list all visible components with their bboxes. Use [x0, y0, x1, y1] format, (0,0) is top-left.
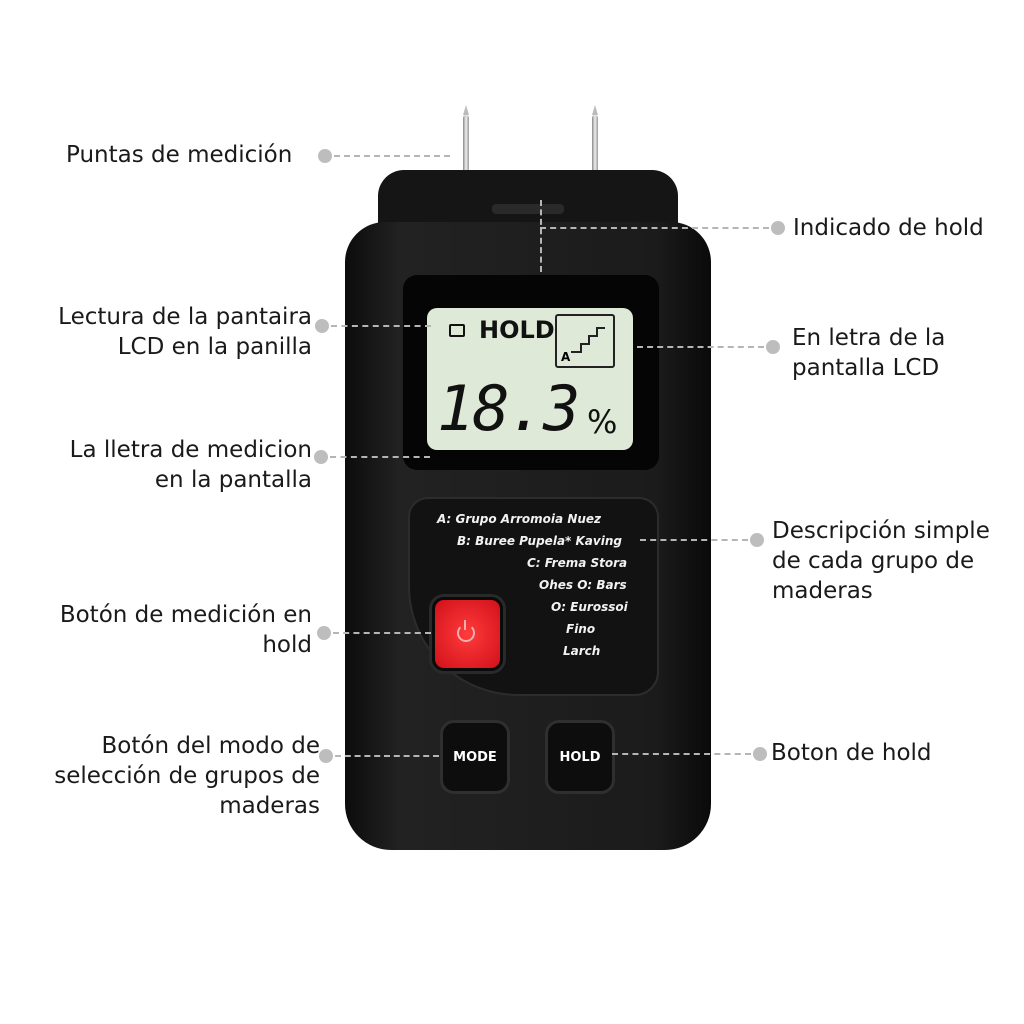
moisture-reading: 18.3	[437, 372, 580, 445]
label-line: Lectura de la pantaira	[58, 304, 312, 330]
wood-group: O: Eurossoi	[551, 600, 628, 614]
wood-group: Fino	[566, 622, 596, 636]
wood-group: Ohes O: Bars	[539, 578, 627, 592]
callout-dot	[317, 626, 331, 640]
hold-indicator: HOLD	[479, 316, 555, 344]
label-probes: Puntas de medición	[66, 142, 293, 168]
callout-line	[540, 227, 769, 229]
label-line: La lletra de medicion	[69, 437, 312, 463]
callout-line	[640, 539, 748, 541]
wood-group: A: Grupo Arromoia Nuez	[437, 512, 602, 526]
wood-group-graph-icon: A	[555, 314, 615, 368]
label-line: Botón del modo de	[101, 733, 321, 759]
label-hold-indicator: Indicado de hold	[793, 215, 984, 241]
label-hold-measure: Botón de medición en hold	[60, 600, 312, 660]
lcd-screen: HOLD A 18.3 %	[427, 308, 633, 450]
probe-right	[592, 105, 598, 177]
callout-dot	[753, 747, 767, 761]
callout-dot	[315, 319, 329, 333]
label-mode: Botón del modo de selección de grupos de m…	[54, 731, 320, 821]
label-line: Botón de medición en	[59, 602, 312, 628]
device-slot	[492, 204, 564, 214]
label-line: Descripción simple	[772, 518, 990, 544]
label-line: selección de grupos de	[54, 763, 320, 789]
callout-dot	[318, 149, 332, 163]
label-line: maderas	[772, 578, 873, 604]
callout-line	[335, 755, 439, 757]
label-line: de cada grupo de	[772, 548, 975, 574]
callout-line	[331, 325, 431, 327]
callout-dot	[771, 221, 785, 235]
label-line: En letra de la	[792, 325, 946, 351]
callout-line	[334, 155, 450, 157]
power-icon	[457, 620, 475, 642]
hold-measure-button[interactable]	[432, 597, 503, 671]
callout-line	[333, 632, 431, 634]
label-hold-button: Boton de hold	[771, 740, 932, 766]
callout-dot	[314, 450, 328, 464]
label-lcd-letter: En letra de la pantalla LCD	[792, 323, 945, 383]
label-line: pantalla LCD	[792, 355, 940, 381]
label-line: maderas	[219, 793, 320, 819]
wood-group: Larch	[563, 644, 601, 658]
callout-dot	[319, 749, 333, 763]
graph-letter: A	[561, 350, 571, 364]
wood-group: B: Buree Pupela* Kaving	[457, 534, 622, 548]
callout-line	[612, 753, 751, 755]
percent-unit: %	[587, 403, 618, 441]
label-line: LCD en la panilla	[117, 334, 312, 360]
callout-dot	[766, 340, 780, 354]
callout-line	[330, 456, 430, 458]
label-line: hold	[262, 632, 312, 658]
callout-line	[540, 200, 542, 272]
wood-group: C: Frema Stora	[527, 556, 628, 570]
label-line: en la pantalla	[154, 467, 312, 493]
probe-left	[463, 105, 469, 177]
callout-line	[637, 346, 764, 348]
callout-dot	[750, 533, 764, 547]
memory-icon	[449, 324, 465, 337]
label-measure-letter: La lletra de medicion en la pantalla	[70, 435, 312, 495]
mode-button[interactable]: MODE	[440, 720, 510, 794]
label-description: Descripción simple de cada grupo de madera…	[772, 516, 990, 606]
hold-button[interactable]: HOLD	[545, 720, 615, 794]
